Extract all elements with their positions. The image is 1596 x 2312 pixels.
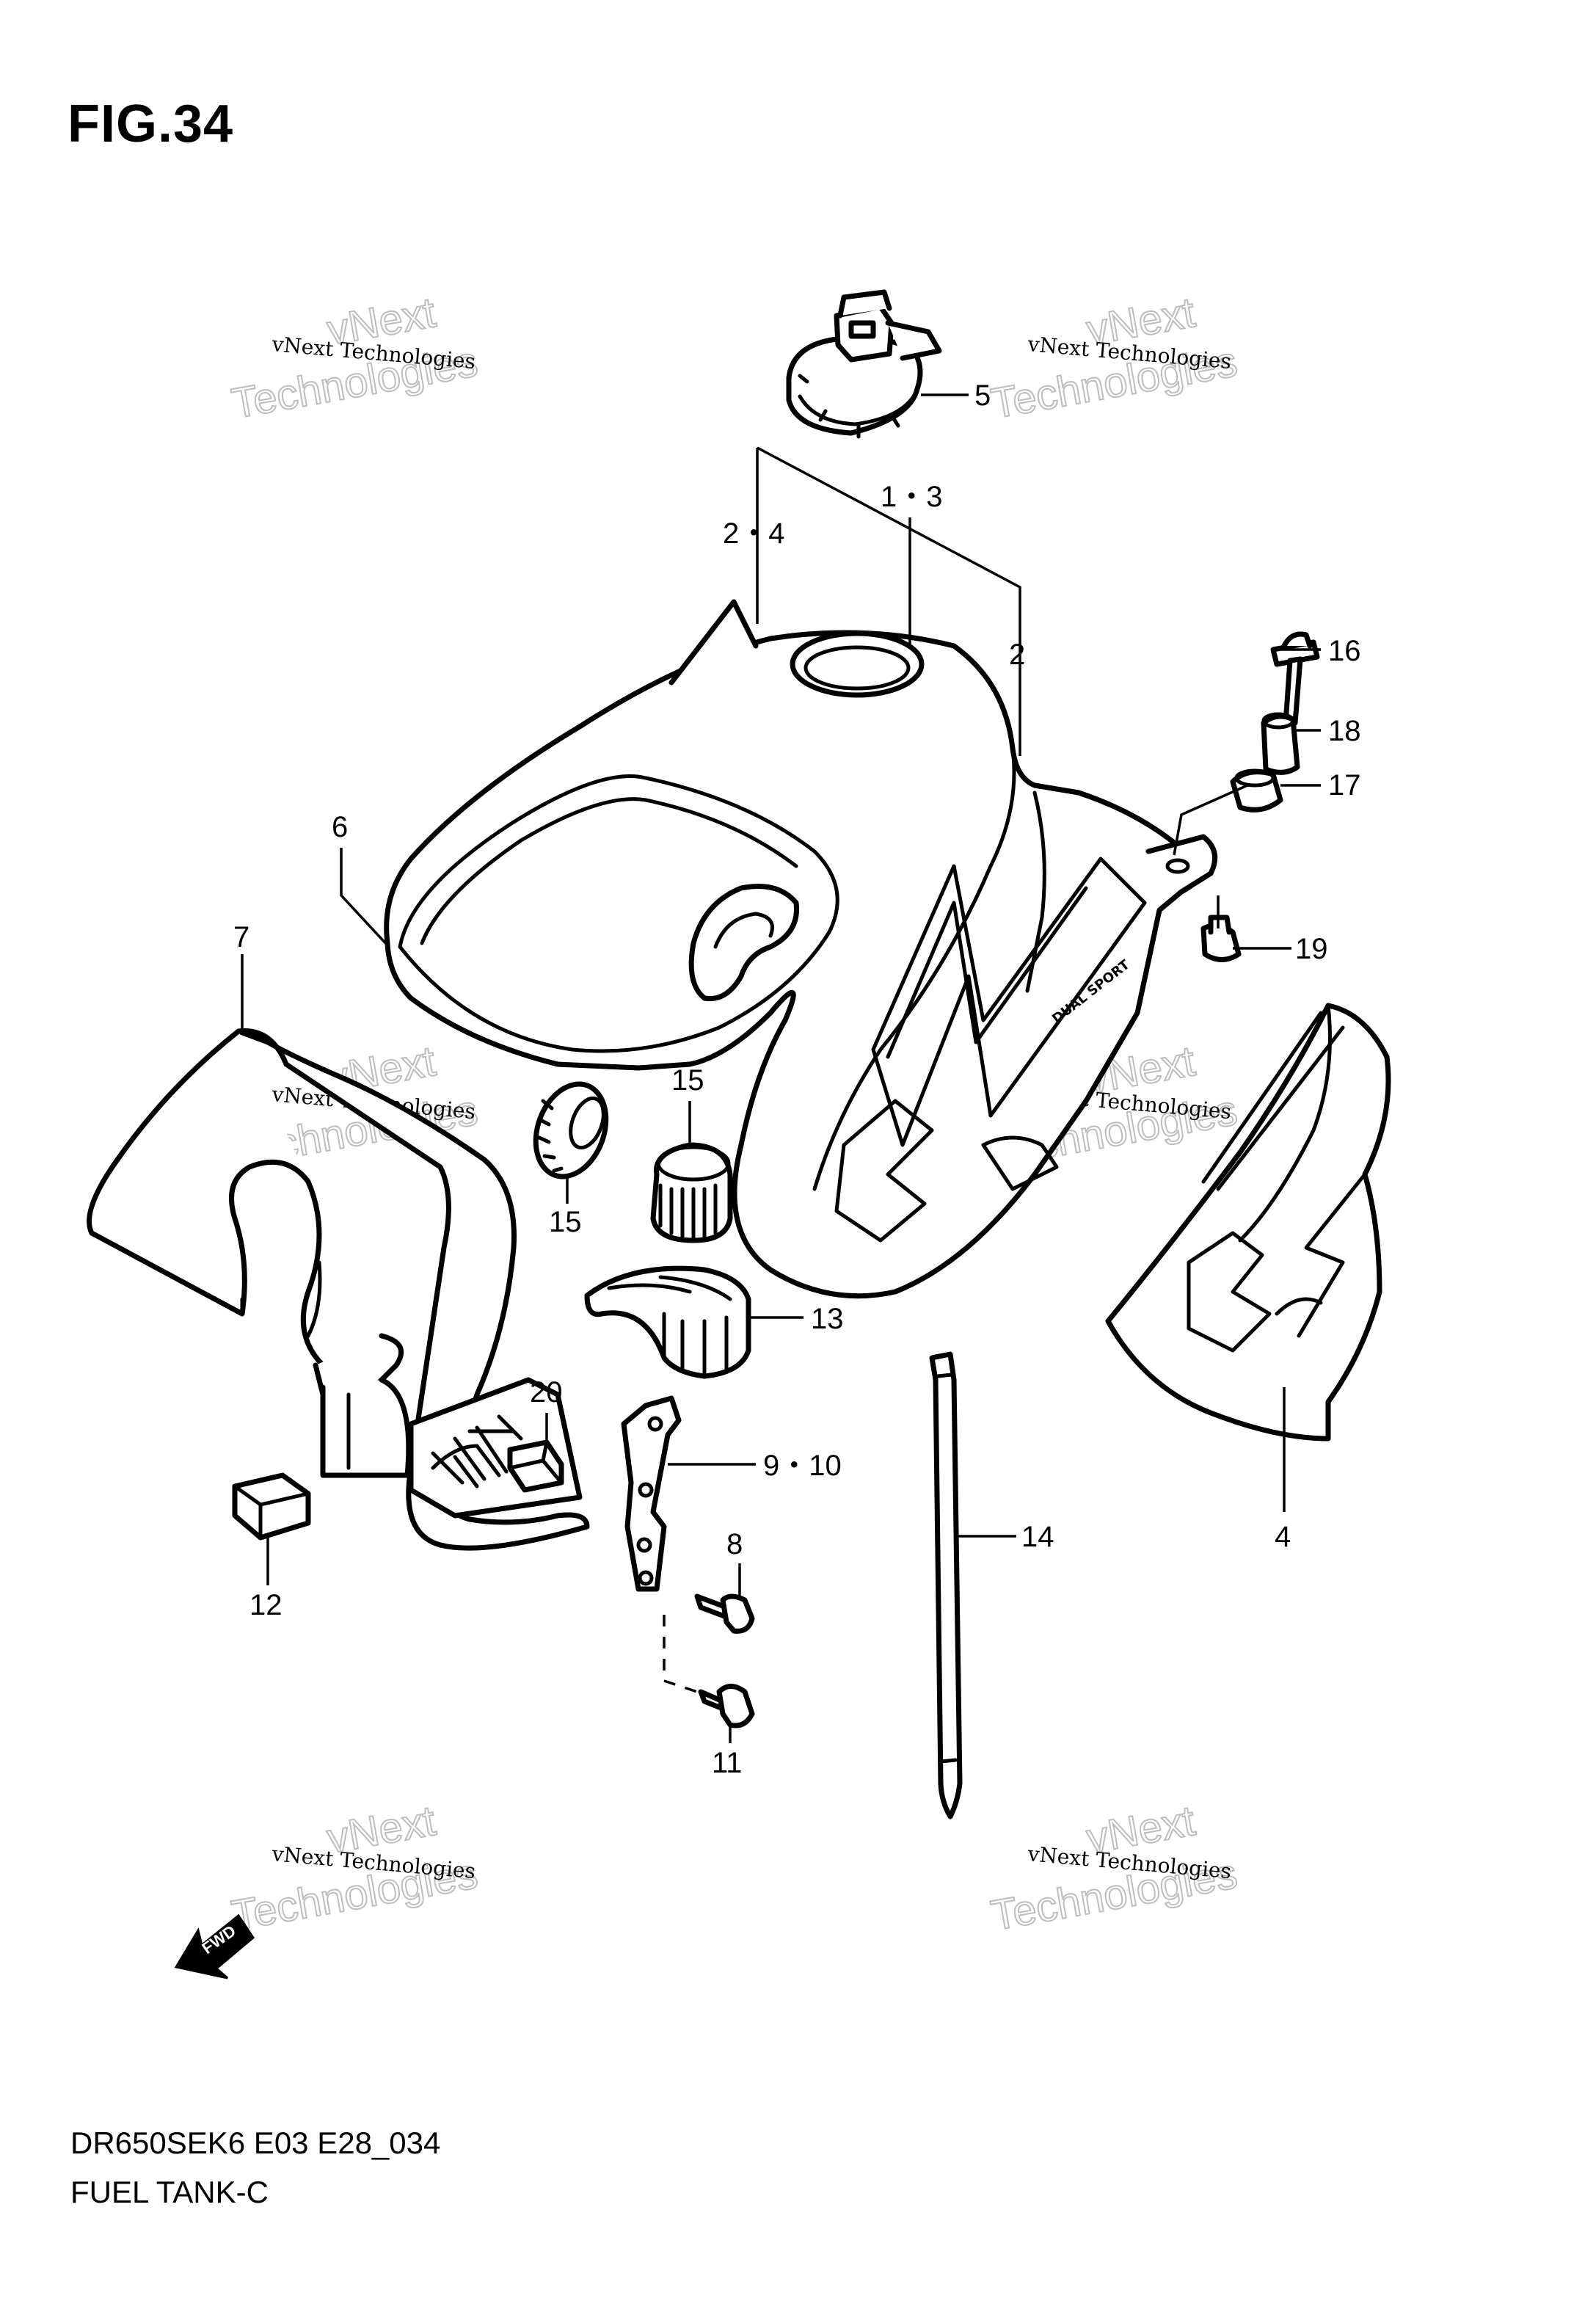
- part-17-grommet: [1230, 768, 1283, 813]
- part-18-collar: [1261, 712, 1300, 775]
- callout-17: 17: [1328, 769, 1361, 801]
- part-20-cushion: [507, 1439, 564, 1493]
- part-12-cushion: [232, 1472, 311, 1541]
- part-14-cable-tie: [929, 1351, 963, 1820]
- part-9-bracket: [621, 1395, 682, 1592]
- callout-12: 12: [249, 1589, 283, 1621]
- watermark-top-left: Technologies vNext vNext Technologies: [227, 288, 482, 429]
- callout-18: 18: [1328, 715, 1361, 747]
- callout-1-3: 1・3: [881, 481, 943, 513]
- callout-13: 13: [811, 1303, 844, 1335]
- watermark-bottom-left: Technologies vNext vNext Technologies: [227, 1796, 482, 1941]
- callout-20: 20: [530, 1376, 563, 1408]
- part-5-fuel-cap: [786, 289, 942, 439]
- part-15-damper-left: [533, 1081, 609, 1179]
- part-4-right-panel: [1105, 1003, 1391, 1442]
- callout-11: 11: [712, 1747, 743, 1779]
- part-7-left-shroud: [87, 1028, 590, 1551]
- callout-5: 5: [974, 379, 991, 412]
- part-8-bolt: [694, 1593, 755, 1634]
- callout-16: 16: [1328, 635, 1361, 667]
- callout-7: 7: [233, 921, 249, 953]
- callout-4: 4: [1275, 1521, 1291, 1553]
- callout-numbers: 5 1・3 2・4 2 16 18 17 6 19 7 15 15 13 20 …: [233, 379, 1361, 1779]
- part-13-cushion: [584, 1265, 751, 1379]
- callout-6: 6: [332, 811, 348, 843]
- watermark-bottom-right: Technologies vNext vNext Technologies: [987, 1796, 1242, 1941]
- callout-15-lower: 15: [549, 1206, 582, 1238]
- callout-9-10: 9・10: [763, 1450, 842, 1482]
- part-16-bolt: [1270, 631, 1320, 726]
- part-11-bolt: [663, 1615, 755, 1728]
- part-19-grommet: [1200, 915, 1242, 962]
- callout-8: 8: [726, 1528, 743, 1560]
- part-15-damper-right: [650, 1142, 733, 1243]
- fwd-arrow-icon: FWD: [174, 1913, 255, 1980]
- callout-15-upper: 15: [671, 1064, 704, 1097]
- leader-lines: [241, 393, 1321, 1743]
- callout-2: 2: [1009, 639, 1025, 671]
- diagram-name: FUEL TANK-C: [70, 2175, 269, 2209]
- callout-14: 14: [1021, 1521, 1054, 1553]
- callout-2-4: 2・4: [723, 517, 785, 550]
- part-1-fuel-tank: DUAL SPORT: [384, 599, 1218, 1299]
- watermark-top-right: Technologies vNext vNext Technologies: [987, 288, 1242, 429]
- figure-title: FIG.34: [68, 95, 234, 153]
- callout-19: 19: [1295, 933, 1328, 965]
- diagram-code: DR650SEK6 E03 E28_034: [70, 2126, 441, 2160]
